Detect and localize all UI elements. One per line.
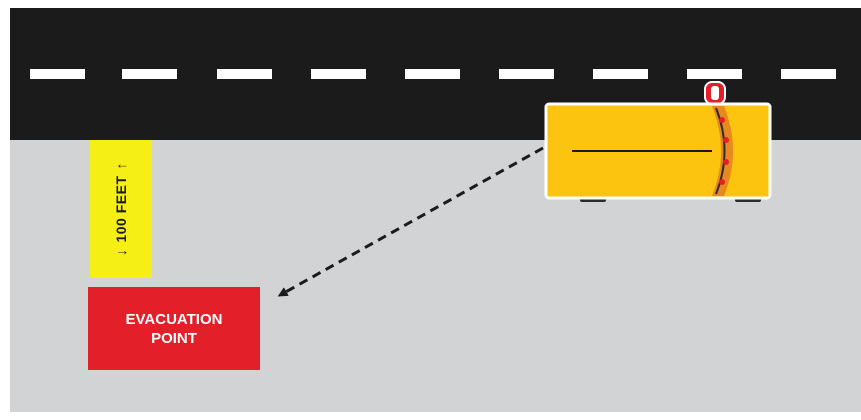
evacuation-label-line2: POINT: [151, 329, 197, 348]
evacuation-point-box: EVACUATION POINT: [88, 287, 260, 370]
lane-markings: [30, 69, 836, 79]
distance-marker: ↓ 100 FEET ↑: [90, 140, 152, 278]
evacuation-label-line1: EVACUATION: [126, 310, 223, 329]
distance-label: 100 FEET: [113, 175, 129, 242]
arrow-up-icon: ↑: [113, 162, 129, 170]
arrow-down-icon: ↓: [113, 249, 129, 257]
